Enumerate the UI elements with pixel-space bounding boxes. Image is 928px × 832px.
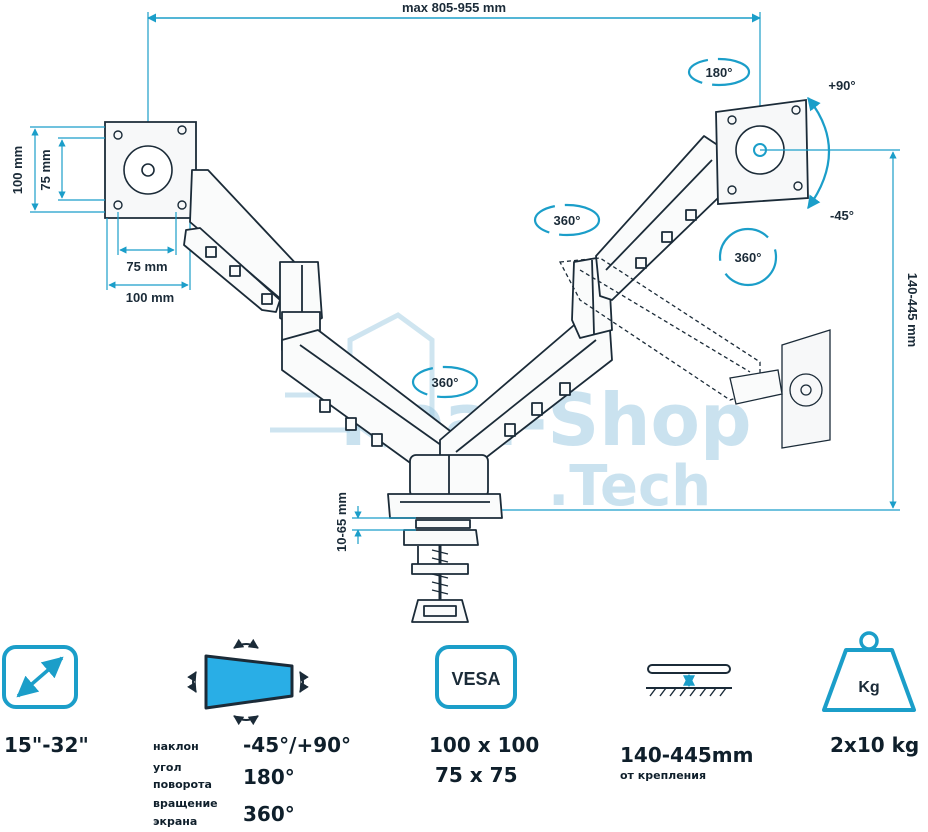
left-arm xyxy=(183,169,323,351)
screen-size-value: 15"-32" xyxy=(4,733,89,757)
watermark-line2: .Tech xyxy=(548,454,711,519)
vesa-icon-label: VESA xyxy=(451,669,500,689)
weight-icon-label: Kg xyxy=(858,679,879,696)
weight-icon: Kg xyxy=(822,631,916,712)
swivel-label-2: поворота xyxy=(153,778,212,791)
swivel-head-indicator: 180° xyxy=(687,57,751,87)
desk-height-icon xyxy=(646,664,732,697)
screen-size-icon xyxy=(2,645,78,709)
left-vesa-dimensions xyxy=(30,126,191,290)
ghost-arm xyxy=(558,257,831,449)
clamp-range-label: 10-65 mm xyxy=(334,492,349,552)
tilt-down-label: -45° xyxy=(830,208,854,223)
right-upper-arm xyxy=(595,135,723,301)
rotate-base-indicator: 360° xyxy=(411,365,479,399)
vesa-outer-h-label: 100 mm xyxy=(126,290,174,305)
rotate-head-indicator: 360° xyxy=(718,227,778,287)
vesa-value-1: 100 x 100 xyxy=(429,733,540,757)
right-vesa-plate xyxy=(715,98,809,205)
rotate-base-label: 360° xyxy=(432,375,459,390)
center-column xyxy=(387,454,503,623)
vesa-icon: VESA xyxy=(435,645,517,709)
rotation-label-1: вращение xyxy=(153,797,218,810)
clamp-dimension xyxy=(352,506,416,544)
left-vesa-plate xyxy=(104,121,197,219)
weight-value: 2x10 kg xyxy=(830,733,920,757)
height-range-label: 140-445 mm xyxy=(905,273,920,347)
width-dimension: max 805-955 mm xyxy=(147,0,761,170)
rotate-head-label: 360° xyxy=(735,250,762,265)
vesa-outer-v-label: 100 mm xyxy=(10,146,25,194)
height-note: от крепления xyxy=(620,769,707,782)
vesa-inner-h-label: 75 mm xyxy=(126,259,167,274)
swivel-label-1: угол xyxy=(153,761,182,774)
swivel-head-label: 180° xyxy=(706,65,733,80)
rotation-value: 360° xyxy=(243,802,295,826)
swivel-value: 180° xyxy=(243,765,295,789)
tilt-rotate-icon xyxy=(187,638,309,726)
tilt-value: -45°/+90° xyxy=(243,733,352,757)
tilt-label: наклон xyxy=(153,740,199,753)
rotate-elbow-label: 360° xyxy=(554,213,581,228)
vesa-inner-v-label: 75 mm xyxy=(38,149,53,190)
tilt-indicator: +90° -45° xyxy=(807,78,856,223)
rotate-elbow-indicator: 360° xyxy=(533,203,601,237)
height-value: 140-445mm xyxy=(620,743,754,767)
tilt-up-label: +90° xyxy=(828,78,855,93)
width-span-label: max 805-955 mm xyxy=(402,0,506,15)
rotation-label-2: экрана xyxy=(153,815,198,828)
vesa-value-2: 75 x 75 xyxy=(435,763,518,787)
